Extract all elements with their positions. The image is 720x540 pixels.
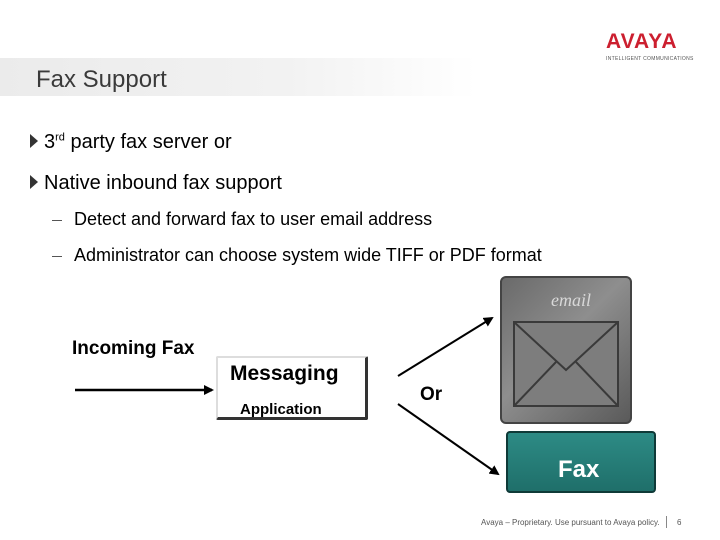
bullet-item-third-party: 3rd party fax server or bbox=[30, 131, 232, 154]
fax-arrow bbox=[397, 403, 500, 476]
page-number: 6 bbox=[677, 518, 682, 527]
footer-separator bbox=[666, 516, 667, 528]
or-label: Or bbox=[420, 384, 443, 405]
dash-icon bbox=[52, 219, 62, 221]
bullet-text: party fax server or bbox=[64, 131, 232, 153]
messaging-application-box bbox=[216, 356, 368, 420]
fax-label: Fax bbox=[558, 456, 600, 483]
sub-bullet-text: Detect and forward fax to user email add… bbox=[74, 209, 433, 229]
sub-bullet-admin: Administrator can choose system wide TIF… bbox=[52, 245, 542, 266]
bullet-arrow-icon bbox=[30, 174, 38, 189]
messaging-label: Messaging bbox=[230, 362, 339, 385]
slide-title: Fax Support bbox=[36, 66, 167, 93]
sub-bullet-detect: Detect and forward fax to user email add… bbox=[52, 209, 432, 230]
footer-legal-text: Avaya – Proprietary. Use pursuant to Ava… bbox=[481, 518, 660, 527]
application-label: Application bbox=[240, 401, 322, 418]
bullet-superscript: rd bbox=[55, 131, 65, 144]
title-bar-background bbox=[0, 58, 476, 96]
sub-bullet-text: Administrator can choose system wide TIF… bbox=[74, 245, 542, 265]
dash-icon bbox=[52, 255, 62, 257]
fax-box bbox=[506, 431, 656, 493]
bullet-text: Native inbound fax support bbox=[44, 172, 282, 194]
avaya-logo: AVAYA bbox=[606, 30, 678, 53]
email-envelope-icon bbox=[500, 276, 632, 424]
bullet-prefix: 3 bbox=[44, 131, 56, 153]
bullet-item-native: Native inbound fax support bbox=[30, 172, 282, 195]
envelope-icon bbox=[513, 321, 619, 407]
bullet-arrow-icon bbox=[30, 133, 38, 148]
logo-tagline: INTELLIGENT COMMUNICATIONS bbox=[606, 56, 694, 62]
email-arrow bbox=[397, 316, 494, 377]
email-label: email bbox=[551, 290, 591, 310]
incoming-fax-label: Incoming Fax bbox=[72, 338, 195, 359]
